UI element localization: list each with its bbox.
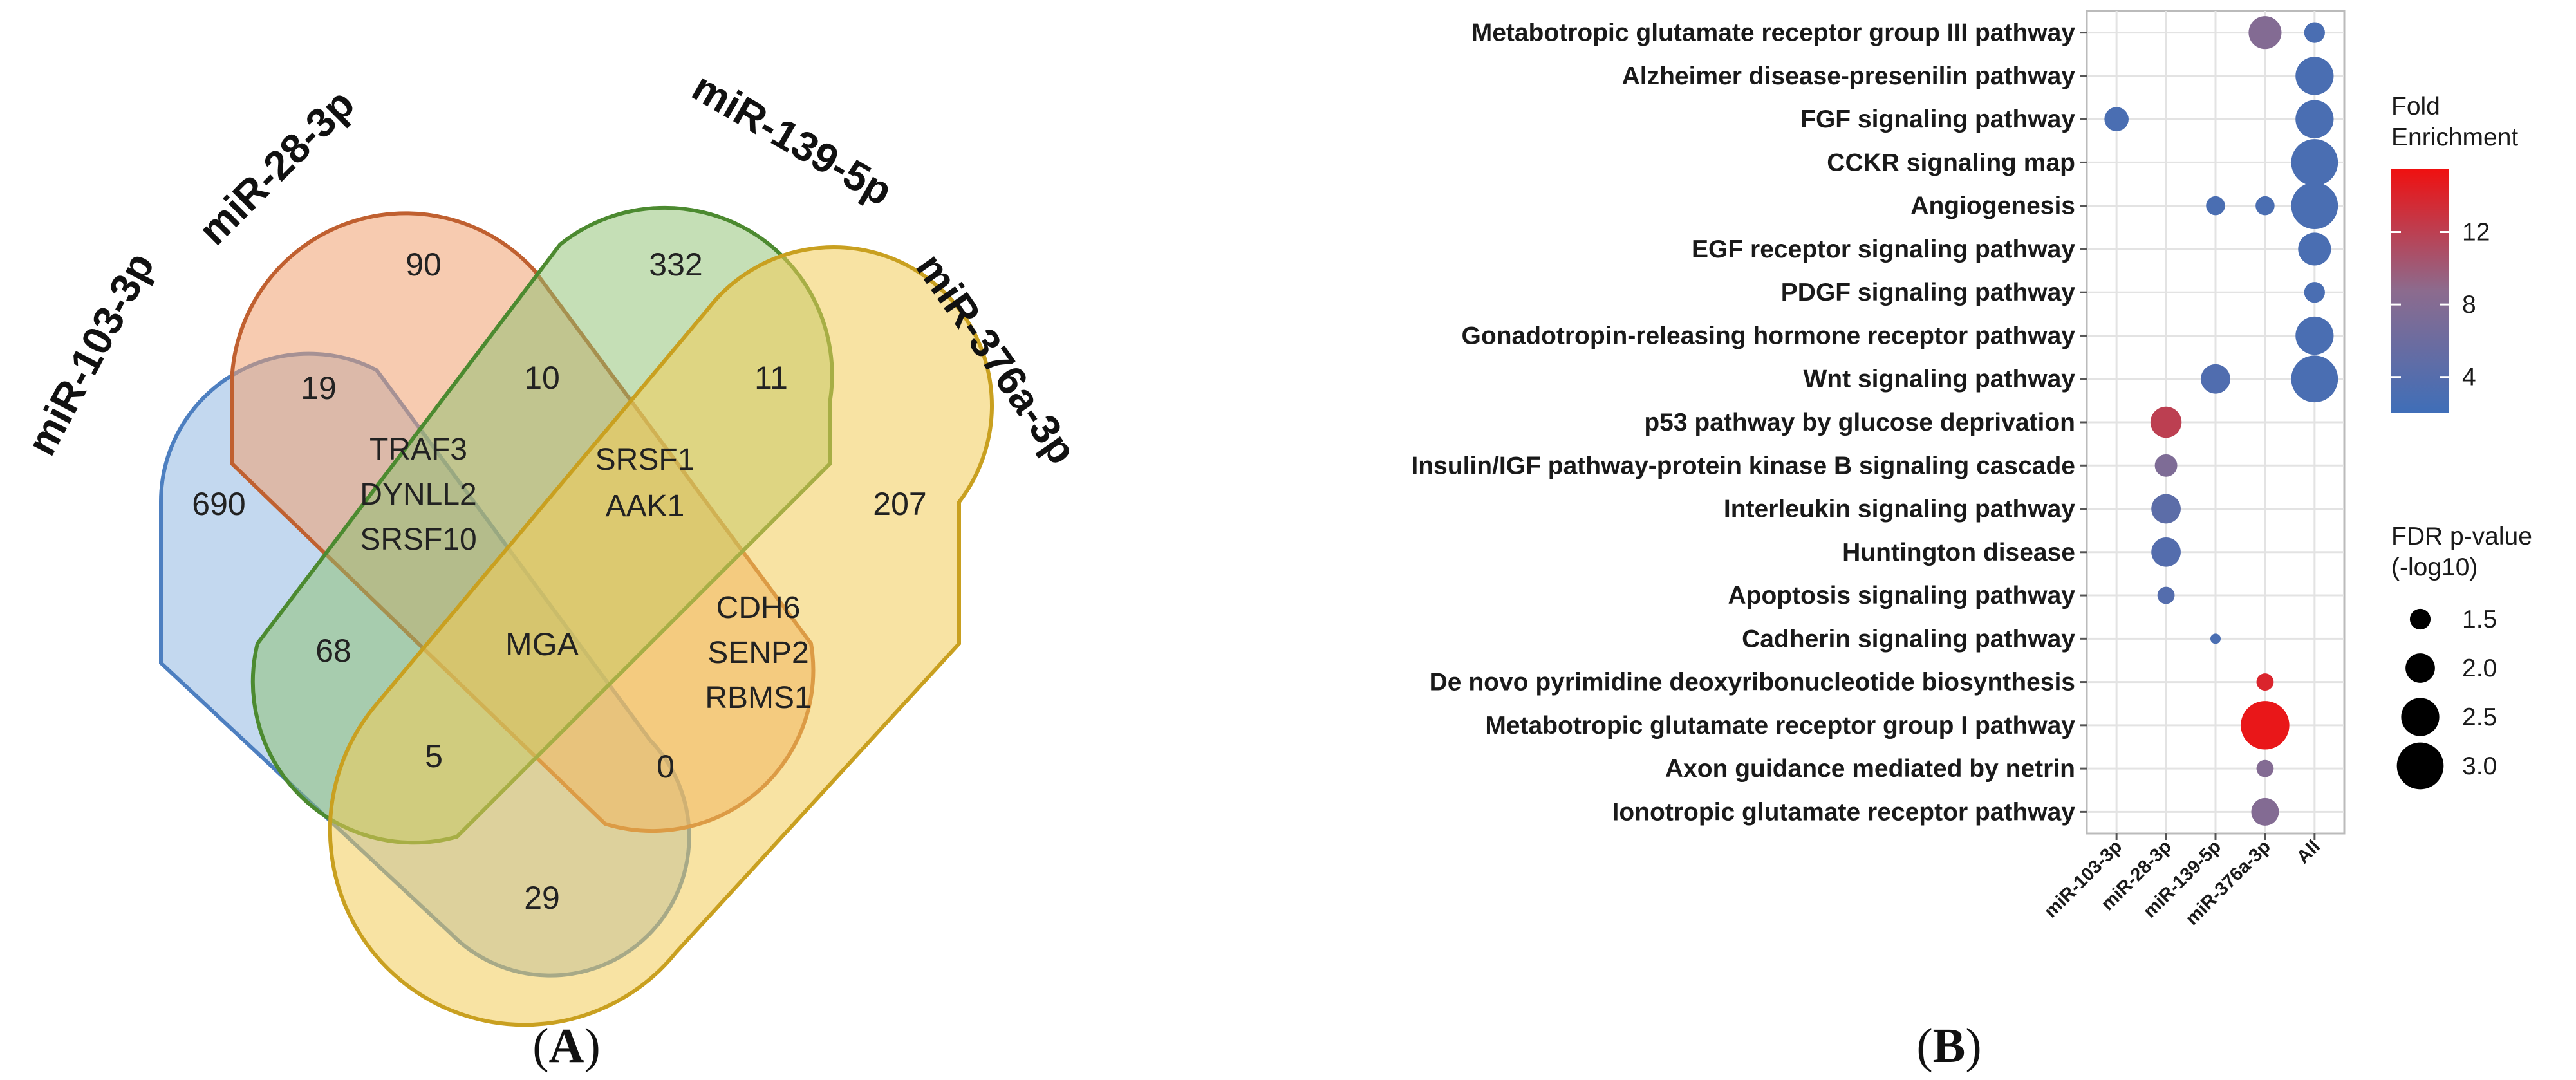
color-legend-title-line-2: Enrichment xyxy=(2391,124,2518,151)
bubble-point xyxy=(2291,355,2338,403)
svg-text:(A): (A) xyxy=(532,1019,601,1073)
bubble-point xyxy=(2295,100,2334,138)
color-legend-bar xyxy=(2391,169,2449,413)
gene-cdh6: CDH6 xyxy=(716,591,801,625)
gene-srsf10: SRSF10 xyxy=(360,523,476,557)
size-legend-dot xyxy=(2405,653,2435,683)
bubble-point xyxy=(2150,406,2182,438)
x-tick-label: miR-376a-3p xyxy=(2181,836,2275,929)
region-28-139: 10 xyxy=(524,360,560,396)
x-tick-labels: miR-103-3pmiR-28-3pmiR-139-5pmiR-376a-3p… xyxy=(2040,833,2324,929)
pathway-label: Interleukin signaling pathway xyxy=(1724,496,2075,523)
color-tick-label: 8 xyxy=(2462,291,2476,319)
pathway-label: CCKR signaling map xyxy=(1827,149,2075,176)
size-legend-label: 3.0 xyxy=(2462,752,2497,780)
bubble-point xyxy=(2241,701,2290,750)
bubble-point xyxy=(2295,316,2334,355)
size-legend-dot xyxy=(2396,742,2444,790)
pathway-label: EGF receptor signaling pathway xyxy=(1692,236,2075,263)
bubble-point xyxy=(2298,232,2331,266)
region-only-mir-139: 332 xyxy=(649,247,702,283)
size-legend-dot xyxy=(2401,698,2440,736)
color-legend-title-line-1: Fold xyxy=(2391,93,2440,120)
color-tick-label: 4 xyxy=(2462,364,2476,391)
region-only-mir-103: 690 xyxy=(192,486,245,522)
pathway-label: Metabotropic glutamate receptor group II… xyxy=(1471,19,2076,47)
bubble-point xyxy=(2304,282,2325,303)
pathway-label: Wnt signaling pathway xyxy=(1803,366,2075,393)
bubble-point xyxy=(2154,454,2178,477)
region-103-376a: 29 xyxy=(524,880,560,916)
region-28-376a: 0 xyxy=(657,749,675,785)
x-tick-label: All xyxy=(2293,836,2324,868)
svg-text:(B): (B) xyxy=(1916,1019,1981,1073)
pathway-labels: Metabotropic glutamate receptor group II… xyxy=(1411,19,2087,826)
bubble-points xyxy=(2104,16,2338,826)
bubble-point xyxy=(2256,673,2274,691)
bubble-point xyxy=(2295,57,2334,95)
bubble-point xyxy=(2104,107,2129,131)
pathway-label: PDGF signaling pathway xyxy=(1781,279,2076,306)
pathway-label: Huntington disease xyxy=(1842,539,2075,566)
venn-diagram xyxy=(158,205,994,1027)
pathway-label: Alzheimer disease-presenilin pathway xyxy=(1622,62,2076,90)
pathway-label: Apoptosis signaling pathway xyxy=(1728,582,2075,610)
pathway-label: Insulin/IGF pathway-protein kinase B sig… xyxy=(1411,452,2075,479)
pathway-label: Ionotropic glutamate receptor pathway xyxy=(1612,798,2076,826)
gene-rbms1: RBMS1 xyxy=(705,681,811,715)
bubble-point xyxy=(2256,759,2274,777)
region-103-139-376a: 5 xyxy=(425,738,443,774)
bubble-point xyxy=(2151,494,2181,524)
venn-set-mir-376a-3p xyxy=(328,245,994,1027)
bubble-point xyxy=(2157,586,2175,604)
gene-srsf1: SRSF1 xyxy=(595,443,695,477)
bubble-point xyxy=(2291,182,2338,230)
gene-dynll2: DYNLL2 xyxy=(360,478,476,512)
size-legend-label: 2.0 xyxy=(2462,655,2497,682)
panel-label-a: (A) xyxy=(532,1019,601,1073)
venn-title-mir-103-3p: miR-103-3p xyxy=(18,245,163,462)
panel-letter-b: B xyxy=(1933,1019,1966,1073)
bubble-point xyxy=(2151,537,2181,567)
pathway-label: FGF signaling pathway xyxy=(1800,106,2075,133)
pathway-label: De novo pyrimidine deoxyribonucleotide b… xyxy=(1430,669,2075,696)
pathway-label: Axon guidance mediated by netrin xyxy=(1665,755,2075,783)
region-only-mir-28: 90 xyxy=(406,247,442,283)
pathway-label: Cadherin signaling pathway xyxy=(1742,625,2075,653)
region-103-139: 68 xyxy=(315,633,351,669)
bubble-point xyxy=(2251,797,2279,826)
pathway-label: p53 pathway by glucose deprivation xyxy=(1644,409,2075,436)
size-legend-title-line-2: (-log10) xyxy=(2391,554,2478,581)
color-tick-label: 12 xyxy=(2462,219,2490,247)
region-center-gene: MGA xyxy=(505,626,579,662)
bubble-point xyxy=(2304,22,2325,43)
gene-traf3: TRAF3 xyxy=(369,433,467,467)
pathway-label: Gonadotropin-releasing hormone receptor … xyxy=(1462,322,2076,349)
size-legend-label: 2.5 xyxy=(2462,703,2497,731)
bubble-chart: Metabotropic glutamate receptor group II… xyxy=(1411,10,2346,929)
fdr-size-legend: FDR p-value (-log10) 1.5 2.0 2.5 3.0 xyxy=(2391,523,2532,790)
bubble-point xyxy=(2206,196,2225,216)
fold-enrichment-legend: Fold Enrichment 4 8 12 xyxy=(2391,93,2518,413)
pathway-label: Metabotropic glutamate receptor group I … xyxy=(1485,712,2075,740)
region-103-28: 19 xyxy=(301,370,337,406)
pathway-label: Angiogenesis xyxy=(1910,192,2075,220)
bubble-point xyxy=(2255,196,2275,216)
gene-senp2: SENP2 xyxy=(707,636,808,670)
panel-label-b: (B) xyxy=(1916,1019,1981,1073)
size-legend-title-line-1: FDR p-value xyxy=(2391,523,2532,550)
bubble-point xyxy=(2248,16,2282,50)
bubble-point xyxy=(2201,364,2230,394)
panel-letter-a: A xyxy=(549,1019,584,1073)
size-legend-dot xyxy=(2409,608,2431,630)
bubble-point xyxy=(2291,139,2338,186)
region-139-376a: 11 xyxy=(754,360,788,396)
size-legend-label: 1.5 xyxy=(2462,606,2497,633)
gene-aak1: AAK1 xyxy=(606,489,685,523)
venn-title-mir-139-5p: miR-139-5p xyxy=(685,64,901,215)
bubble-point xyxy=(2210,633,2221,644)
region-only-mir-376a: 207 xyxy=(873,486,926,522)
